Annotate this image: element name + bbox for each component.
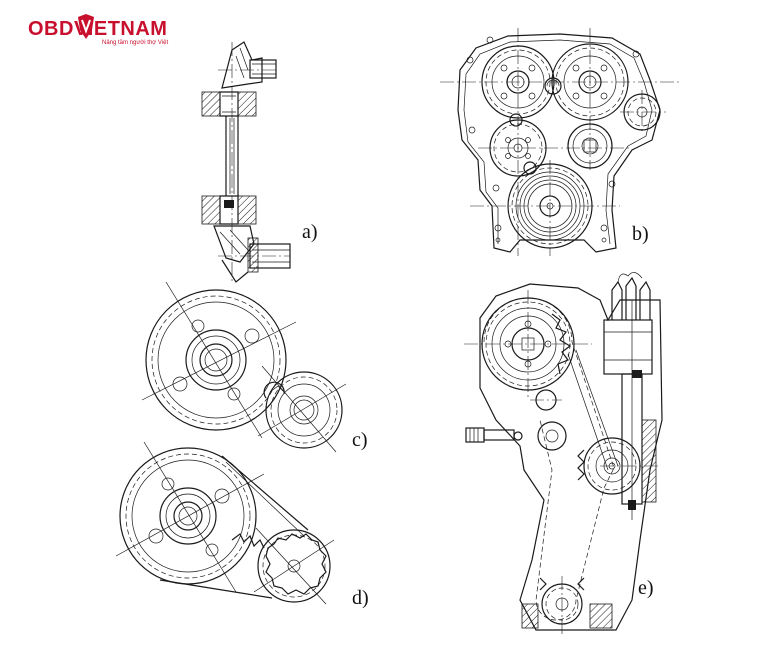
label-d: d): [352, 587, 369, 609]
brand-name: OBDVIETNAM: [28, 18, 167, 41]
drawing-c-gear-pair: [141, 281, 347, 453]
label-c: c): [352, 429, 368, 451]
label-a: a): [302, 221, 318, 243]
label-e: e): [638, 577, 654, 599]
brand-tagline: Nâng tầm người thợ Việt: [102, 40, 169, 46]
shield-v-icon: [78, 14, 94, 39]
drawing-b-gear-case: [440, 28, 680, 256]
brand-logo: OBDVIETNAM Nâng tầm người thợ Việt: [28, 12, 198, 52]
brand-name-part2: VIETNAM: [73, 18, 168, 40]
drawing-a-vertical-shaft: [201, 41, 291, 284]
brand-name-part1: OBD: [28, 18, 74, 40]
drawing-e-chain-drive: [464, 272, 663, 636]
drawing-d-belt-drive: [115, 441, 335, 605]
label-b: b): [632, 223, 649, 245]
